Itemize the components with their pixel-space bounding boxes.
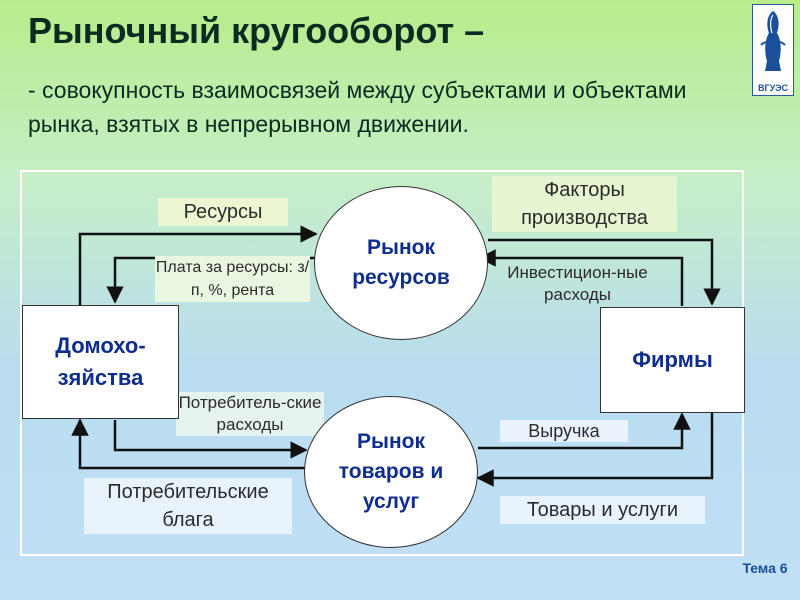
node-firms: Фирмы <box>600 307 745 413</box>
label-resource-payment: Плата за ресурсы: з/п, %, рента <box>155 256 310 302</box>
label-goods-services: Товары и услуги <box>500 496 705 524</box>
label-production-factors: Факторы производства <box>492 176 677 232</box>
arrow-revenue <box>478 412 691 450</box>
label-resources: Ресурсы <box>158 198 288 226</box>
topic-number: Тема 6 <box>742 560 788 576</box>
arrow-investment-expenses <box>478 249 684 306</box>
arrow-production-factors <box>488 238 721 306</box>
node-households: Домохо-зяйства <box>22 305 179 419</box>
university-logo: ВГУЭС <box>752 4 794 96</box>
logo-text: ВГУЭС <box>758 83 788 93</box>
node-goods-market: Рынок товаров и услуг <box>304 396 478 548</box>
node-resource-market: Рынок ресурсов <box>314 186 488 340</box>
households-label: Домохо-зяйства <box>55 333 146 390</box>
firms-label: Фирмы <box>632 347 713 372</box>
label-consumer-expenses: Потребитель-ские расходы <box>176 392 324 436</box>
goods-market-label: Рынок товаров и услуг <box>338 430 444 513</box>
arrow-consumer-goods <box>71 418 308 470</box>
arrow-goods-services <box>476 412 714 487</box>
label-revenue: Выручка <box>500 420 628 442</box>
arrow-consumer-expenses <box>113 420 308 459</box>
definition-text: - совокупность взаимосвязей между субъек… <box>28 77 687 137</box>
university-emblem-icon <box>760 11 786 71</box>
label-consumer-goods: Потребительские блага <box>84 478 292 534</box>
resource-market-label: Рынок ресурсов <box>352 236 450 289</box>
slide-title: Рыночный кругооборот – <box>28 10 485 51</box>
label-investment-expenses: Инвестицион-ные расходы <box>507 263 648 304</box>
arrow-resources <box>78 225 318 305</box>
